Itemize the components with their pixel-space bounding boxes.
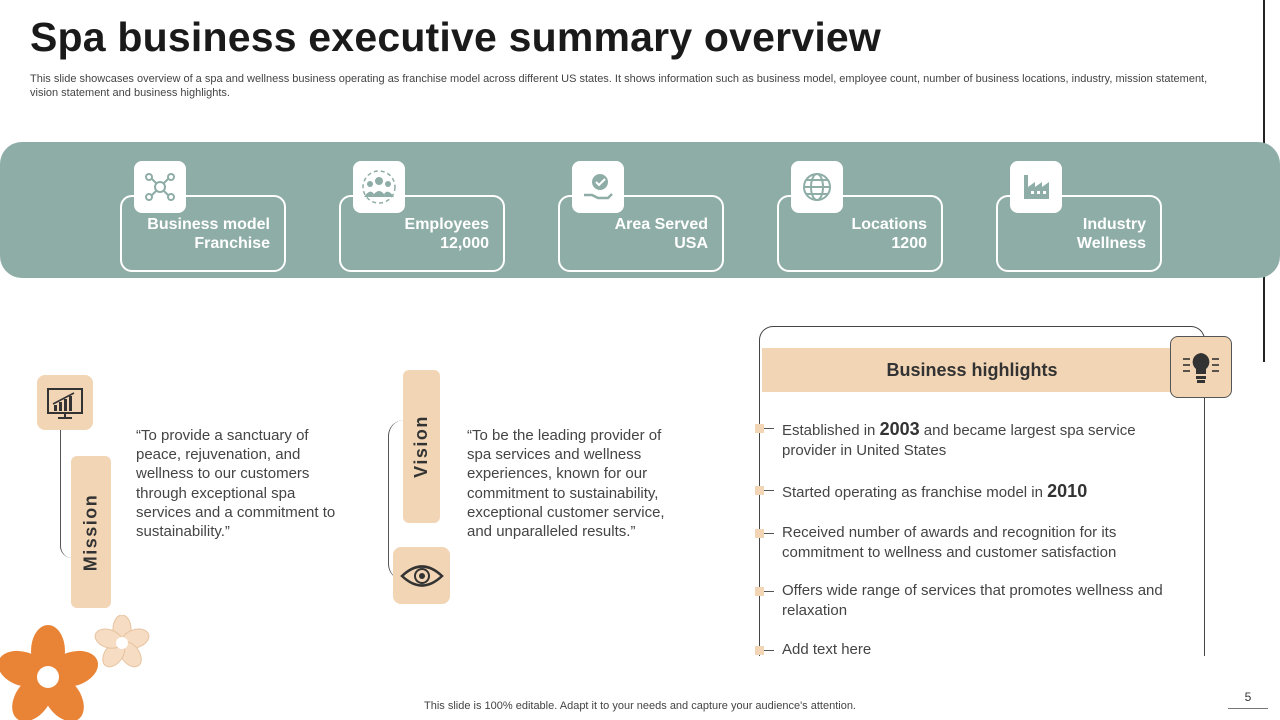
highlight-item: Started operating as franchise model in … bbox=[782, 481, 1088, 501]
mission-statement: “To provide a sanctuary of peace, rejuve… bbox=[136, 427, 336, 541]
stat-card-locations: Locations 1200 bbox=[777, 195, 943, 272]
slide-title: Spa business executive summary overview bbox=[30, 14, 882, 60]
vision-label-pill: Vision bbox=[403, 370, 440, 523]
bullet-marker bbox=[755, 646, 764, 655]
stat-label: Locations bbox=[851, 216, 927, 233]
stat-value: Wellness bbox=[1076, 235, 1146, 252]
bullet-marker bbox=[755, 587, 764, 596]
globe-pin-icon bbox=[791, 161, 843, 213]
page-number-rule bbox=[1228, 708, 1268, 709]
stat-value: Franchise bbox=[194, 235, 270, 252]
page-number: 5 bbox=[1244, 690, 1252, 704]
hand-globe-icon bbox=[572, 161, 624, 213]
growth-chart-icon bbox=[37, 375, 93, 430]
bullet-marker bbox=[755, 486, 764, 495]
stat-label: Business model bbox=[147, 216, 270, 233]
highlights-title: Business highlights bbox=[886, 359, 1058, 380]
stat-card-employees: Employees 12,000 bbox=[339, 195, 505, 272]
bullet-marker bbox=[755, 424, 764, 433]
slide-subtitle: This slide showcases overview of a spa a… bbox=[30, 73, 1208, 99]
vision-connector bbox=[388, 420, 405, 580]
idea-bulb-icon bbox=[1170, 336, 1232, 398]
mission-connector bbox=[60, 428, 73, 558]
eye-icon bbox=[393, 547, 450, 604]
bullet-tick bbox=[764, 428, 774, 429]
stat-value: USA bbox=[674, 235, 708, 252]
highlights-header: Business highlights bbox=[762, 348, 1182, 392]
vision-label: Vision bbox=[411, 415, 431, 478]
bullet-tick bbox=[764, 650, 774, 651]
factory-icon bbox=[1010, 161, 1062, 213]
highlight-item: Offers wide range of services that promo… bbox=[782, 582, 1163, 619]
bullet-marker bbox=[755, 529, 764, 538]
team-icon bbox=[353, 161, 405, 213]
stat-label: Area Served bbox=[614, 216, 708, 233]
highlight-item: Add text here bbox=[782, 641, 872, 658]
stat-value: 12,000 bbox=[440, 235, 489, 252]
vision-statement: “To be the leading provider of spa servi… bbox=[467, 427, 665, 541]
stat-label: Industry bbox=[1082, 216, 1146, 233]
stat-label: Employees bbox=[404, 216, 489, 233]
bullet-tick bbox=[764, 533, 774, 534]
highlight-item: Received number of awards and recognitio… bbox=[782, 524, 1117, 561]
stat-value: 1200 bbox=[891, 235, 927, 252]
highlight-item: Established in 2003 and became largest s… bbox=[782, 419, 1136, 459]
mission-label: Mission bbox=[80, 493, 101, 571]
stat-card-business-model: Business model Franchise bbox=[120, 195, 286, 272]
bullet-tick bbox=[764, 591, 774, 592]
flower-decoration bbox=[0, 615, 150, 720]
stats-band bbox=[0, 142, 1280, 278]
footer-note: This slide is 100% editable. Adapt it to… bbox=[424, 700, 856, 712]
mission-label-pill: Mission bbox=[71, 456, 111, 608]
stat-card-area-served: Area Served USA bbox=[558, 195, 724, 272]
bullet-tick bbox=[764, 490, 774, 491]
stat-card-industry: Industry Wellness bbox=[996, 195, 1162, 272]
network-icon bbox=[134, 161, 186, 213]
